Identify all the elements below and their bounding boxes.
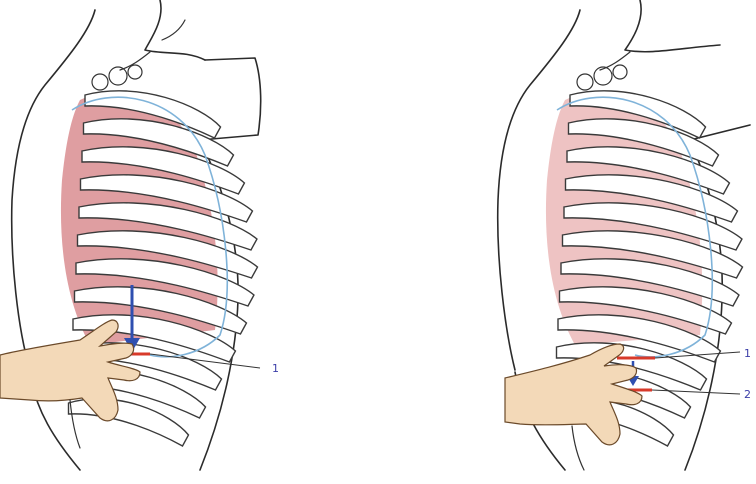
left-spine [92,65,142,90]
right-panel: 1 2 [498,0,751,470]
right-label-1: 1 [744,347,751,360]
left-panel: 1 [0,0,279,470]
left-label-1: 1 [272,362,279,375]
right-label-2: 2 [744,388,751,401]
